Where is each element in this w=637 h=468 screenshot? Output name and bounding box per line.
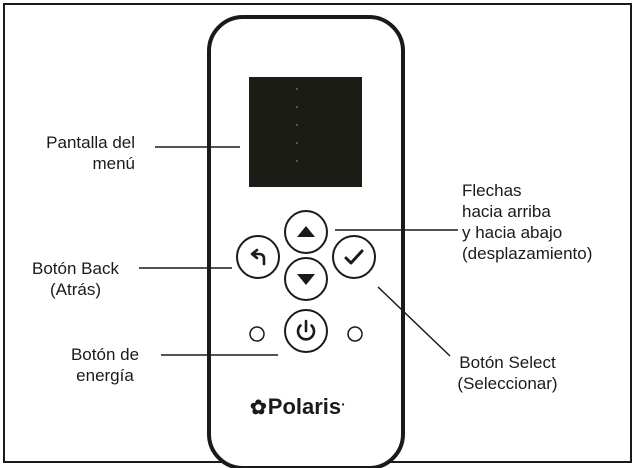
label-menu-screen-line-2: menú: [92, 154, 135, 173]
power-icon: [296, 319, 316, 341]
up-button[interactable]: [284, 210, 328, 254]
label-arrows-line-1: Flechas: [462, 181, 522, 200]
label-back-button: Botón Back (Atrás): [18, 258, 133, 300]
back-arrow-icon: [250, 248, 266, 266]
menu-screen: [249, 77, 362, 187]
label-arrows-line-2: hacia arriba: [462, 202, 551, 221]
left-indicator-light: [249, 326, 265, 342]
label-menu-screen: Pantalla del menú: [20, 132, 135, 174]
label-select-line-2: (Seleccionar): [457, 374, 558, 393]
triangle-down-icon: [297, 274, 315, 285]
label-power-button: Botón de energía: [55, 344, 155, 386]
label-arrows: Flechas hacia arriba y hacia abajo (desp…: [462, 180, 592, 264]
back-button[interactable]: [236, 235, 280, 279]
label-back-line-2: (Atrás): [50, 280, 101, 299]
checkmark-icon: [344, 249, 364, 265]
select-button-leader: [377, 286, 451, 357]
label-back-line-1: Botón Back: [32, 259, 119, 278]
label-arrows-line-3: y hacia abajo: [462, 223, 563, 242]
triangle-up-icon: [297, 226, 315, 237]
down-button[interactable]: [284, 257, 328, 301]
power-button[interactable]: [284, 309, 328, 353]
right-indicator-light: [347, 326, 363, 342]
polaris-mark-icon: ✿: [250, 396, 267, 419]
polaris-logo: ✿ Polaris ·: [250, 392, 370, 422]
label-menu-screen-line-1: Pantalla del: [46, 133, 135, 152]
label-select-button: Botón Select (Seleccionar): [440, 352, 575, 394]
label-power-line-2: energía: [76, 366, 134, 385]
label-arrows-line-4: (desplazamiento): [462, 244, 593, 263]
polaris-trademark: ·: [341, 396, 346, 412]
select-button[interactable]: [332, 235, 376, 279]
label-power-line-1: Botón de: [70, 345, 140, 364]
polaris-logo-text: Polaris: [267, 394, 342, 419]
label-select-line-1: Botón Select: [459, 353, 556, 372]
